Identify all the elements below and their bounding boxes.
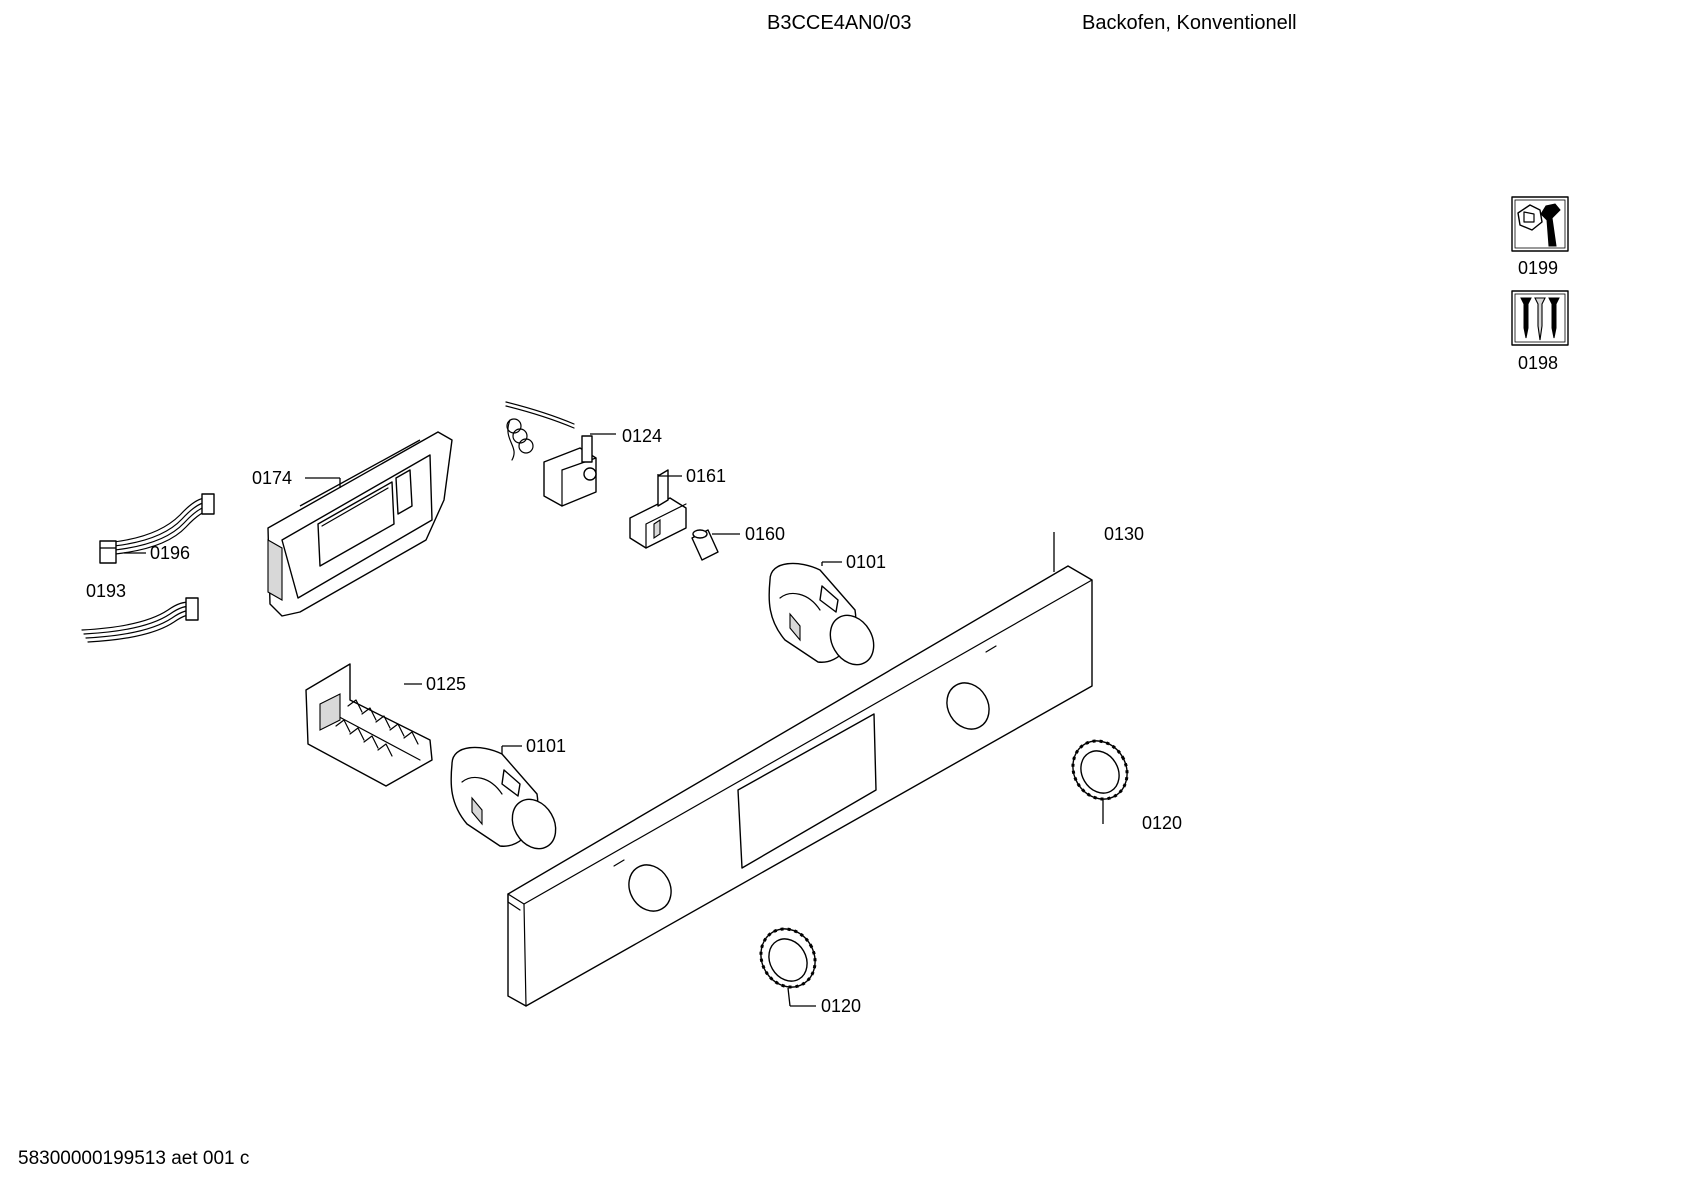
legend-label-0199: 0199 (1518, 258, 1558, 278)
thermostat-0124[interactable] (505, 401, 597, 507)
model-number: B3CCE4AN0/03 (767, 12, 912, 34)
appliance-description: Backofen, Konventionell (1082, 12, 1297, 34)
knob-ring-0120-lower[interactable] (750, 919, 825, 997)
callout-0120-right: 0120 (1142, 813, 1182, 833)
control-module-0174[interactable] (267, 431, 453, 617)
callout-0130: 0130 (1104, 524, 1144, 544)
control-panel-0130[interactable] (507, 565, 1093, 1007)
knob-ring-0120-right[interactable] (1062, 731, 1137, 809)
wire-harness-0196[interactable] (99, 493, 215, 564)
legend-label-0198: 0198 (1518, 353, 1558, 373)
callout-0160: 0160 (745, 524, 785, 544)
callout-0125: 0125 (426, 674, 466, 694)
service-tool-icon[interactable] (1511, 196, 1569, 252)
wire-harness-0193[interactable] (81, 597, 199, 643)
screws-icon[interactable] (1511, 290, 1569, 346)
callout-0124: 0124 (622, 426, 662, 446)
switch-bracket-0161[interactable] (629, 469, 687, 549)
callout-0120-lower: 0120 (821, 996, 861, 1016)
callout-0101-upper: 0101 (846, 552, 886, 572)
terminal-block-0125[interactable] (305, 663, 433, 787)
callout-0193: 0193 (86, 581, 126, 601)
callout-0161: 0161 (686, 466, 726, 486)
callout-0174: 0174 (252, 468, 292, 488)
control-knob-0101-upper[interactable] (768, 562, 882, 672)
callout-0101-lower: 0101 (526, 736, 566, 756)
callout-0196: 0196 (150, 543, 190, 563)
document-id: 58300000199513 aet 001 c (18, 1148, 250, 1169)
pin-0160[interactable] (691, 529, 719, 561)
control-knob-0101-lower[interactable] (450, 746, 564, 856)
